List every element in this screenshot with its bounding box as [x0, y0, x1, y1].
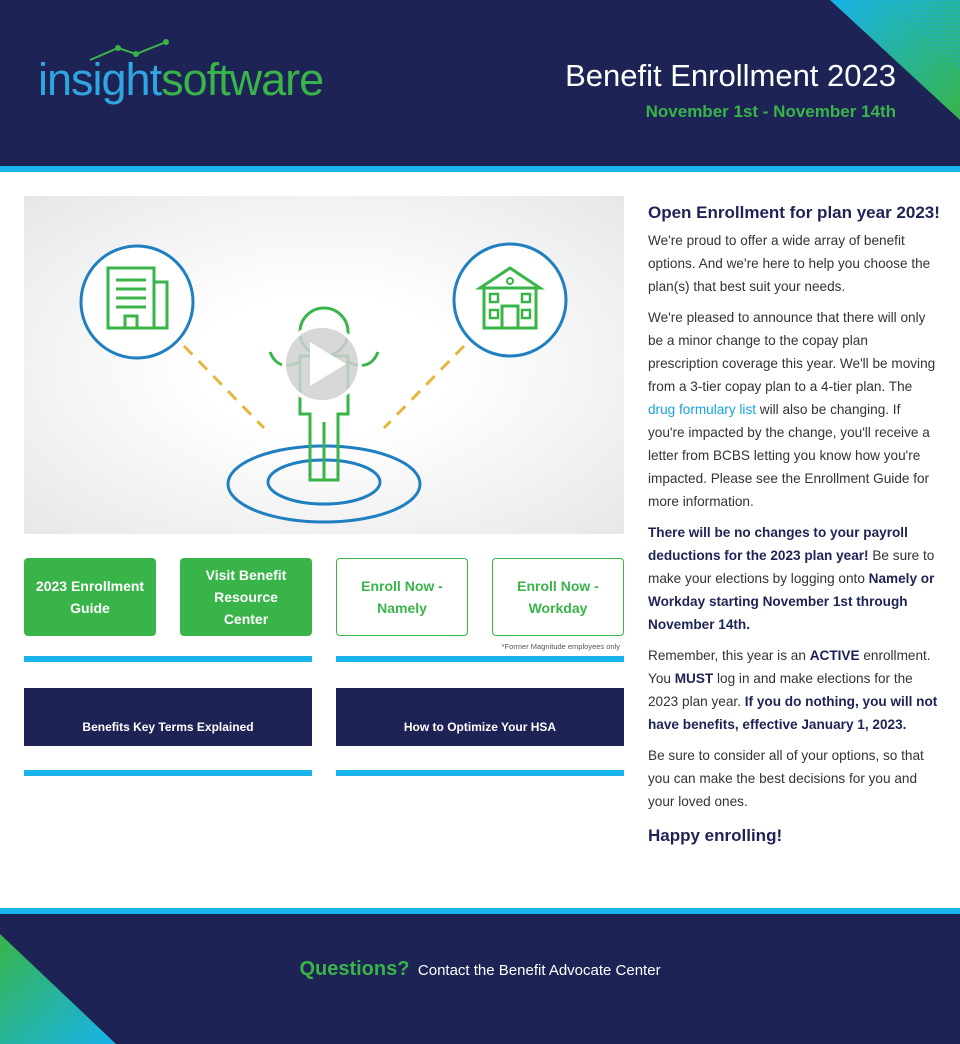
- insightsoftware-logo: insightsoftware: [38, 39, 338, 120]
- page-footer: Questions? Contact the Benefit Advocate …: [0, 914, 960, 1044]
- info-paragraph-4: Remember, this year is an ACTIVE enrollm…: [648, 648, 938, 732]
- corner-decoration: [830, 0, 960, 120]
- video-illustration: [79, 242, 568, 524]
- header-divider: [0, 166, 960, 172]
- logo-text: insightsoftware: [38, 54, 324, 105]
- corner-decoration: [0, 934, 116, 1044]
- footer-divider: [0, 908, 960, 914]
- key-terms-link[interactable]: Benefits Key Terms Explained: [24, 688, 312, 746]
- enrollment-guide-button[interactable]: 2023 Enrollment Guide: [24, 558, 156, 636]
- bar-divider-right: [336, 770, 624, 776]
- questions-label: Questions?: [299, 958, 410, 980]
- benefit-resource-center-button[interactable]: Visit Benefit Resource Center: [180, 558, 312, 636]
- enroll-namely-button[interactable]: Enroll Now - Namely: [336, 558, 468, 636]
- house-icon: [452, 242, 568, 358]
- questions-line: Questions? Contact the Benefit Advocate …: [0, 958, 960, 981]
- optimize-hsa-link[interactable]: How to Optimize Your HSA: [336, 688, 624, 746]
- bar-divider-left: [24, 770, 312, 776]
- page-header: insightsoftware Benefit Enrollment 2023 …: [0, 0, 960, 166]
- info-paragraph-5: Be sure to consider all of your options,…: [648, 748, 924, 809]
- enroll-workday-button[interactable]: Enroll Now - Workday: [492, 558, 624, 636]
- play-icon[interactable]: [282, 324, 362, 404]
- drug-formulary-link[interactable]: drug formulary list: [648, 402, 757, 417]
- enrollment-dates: November 1st - November 14th: [645, 102, 896, 121]
- video-player[interactable]: [24, 196, 624, 534]
- benefit-advocate-contact[interactable]: Contact the Benefit Advocate Center: [417, 962, 661, 979]
- closing-heading: Happy enrolling!: [648, 826, 783, 845]
- info-paragraph-1: We're proud to offer a wide array of ben…: [648, 233, 931, 294]
- button-divider-left: [24, 656, 312, 662]
- info-heading: Open Enrollment for plan year 2023!: [648, 203, 940, 222]
- magnitude-note: *Former Magnitude employees only: [501, 642, 620, 651]
- enrollment-info: Open Enrollment for plan year 2023! We'r…: [648, 198, 940, 849]
- info-paragraph-2: We're pleased to announce that there wil…: [648, 310, 936, 509]
- logo-spark-icon: [89, 39, 169, 61]
- office-building-icon: [79, 244, 195, 360]
- page-title: Benefit Enrollment 2023: [565, 58, 896, 93]
- info-paragraph-3: There will be no changes to your payroll…: [648, 525, 935, 632]
- button-divider-right: [336, 656, 624, 662]
